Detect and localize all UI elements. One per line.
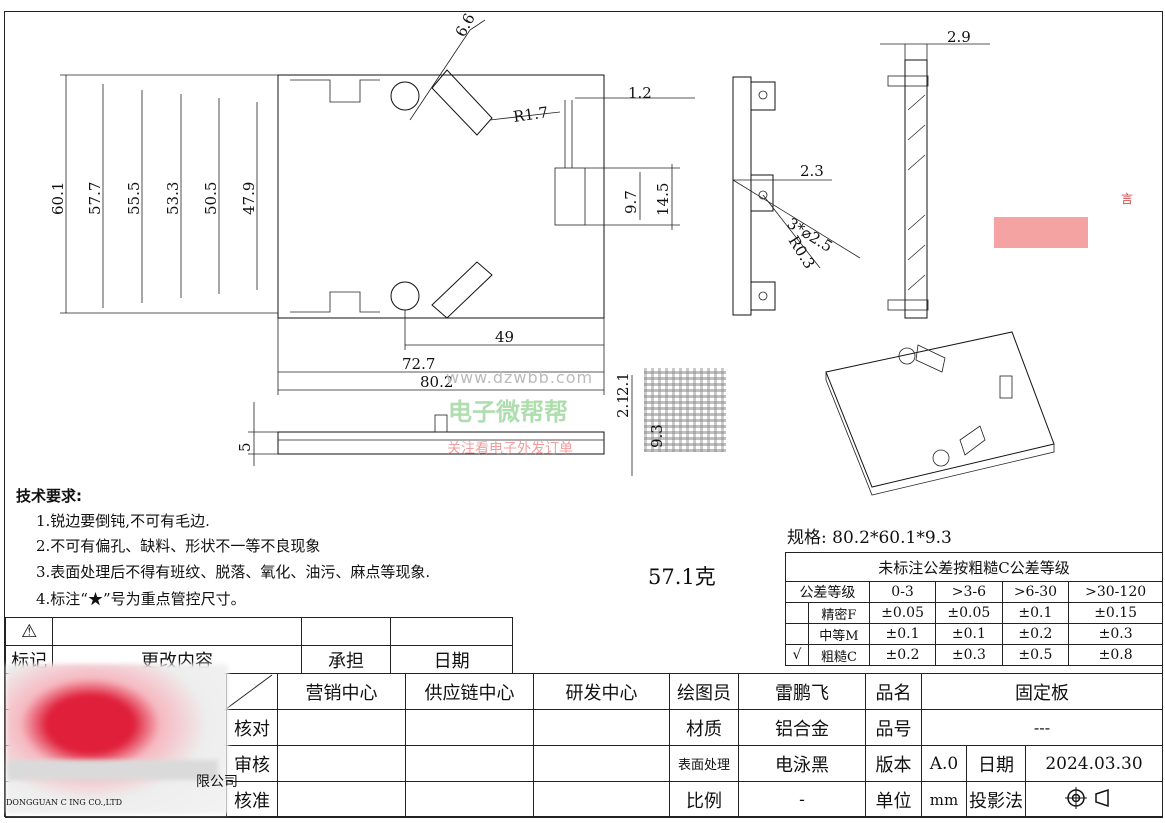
tolerance-value: ±0.05 bbox=[868, 602, 937, 624]
tolerance-value: ±0.2 bbox=[868, 644, 937, 666]
dim-60-1: 60.1 bbox=[49, 182, 67, 215]
part-spec: 规格: 80.2*60.1*9.3 bbox=[787, 528, 952, 548]
tolerance-value: ±0.1 bbox=[935, 623, 1003, 645]
company-name-en: DONGGUAN C ING CO.,LTD bbox=[6, 798, 123, 807]
tolerance-value: ±0.1 bbox=[868, 623, 937, 645]
side-view-2 bbox=[880, 43, 990, 319]
tolerance-value: ±0.05 bbox=[935, 602, 1003, 624]
tolerance-header: 公差等级 bbox=[785, 581, 870, 603]
version-label: 版本 bbox=[865, 745, 922, 782]
drawer-name: 雷鹏飞 bbox=[738, 673, 866, 710]
qr-code-image bbox=[644, 368, 726, 452]
tolerance-value: ±0.15 bbox=[1068, 602, 1163, 624]
dim-47-9: 47.9 bbox=[240, 182, 258, 215]
dim-2-1-a: 2.1 bbox=[614, 372, 632, 396]
company-name-tail: 限公司 bbox=[196, 774, 238, 790]
dim-14-5: 14.5 bbox=[654, 183, 672, 216]
part-name: 固定板 bbox=[921, 673, 1163, 710]
dim-2-9: 2.9 bbox=[947, 28, 971, 46]
watermark-slogan: 关注看电子外发订单 bbox=[447, 441, 573, 457]
dim-53-3: 53.3 bbox=[164, 182, 182, 215]
tolerance-grade: 精密F bbox=[808, 602, 870, 624]
sales-center-label: 营销中心 bbox=[277, 673, 406, 710]
tolerance-check: √ bbox=[785, 644, 809, 666]
surface-label: 表面处理 bbox=[669, 745, 739, 782]
dim-50-5: 50.5 bbox=[202, 182, 220, 215]
watermark-brand: 电子微帮帮 bbox=[448, 398, 568, 426]
drawer-label: 绘图员 bbox=[669, 673, 739, 710]
company-name-redacted bbox=[8, 760, 218, 780]
unit-value: mm bbox=[921, 781, 967, 818]
dim-9-7: 9.7 bbox=[622, 190, 640, 214]
warning-icon: ⚠ bbox=[4, 617, 54, 646]
dim-80-2: 80.2 bbox=[420, 373, 453, 391]
material-value: 铝合金 bbox=[738, 709, 866, 746]
projection-symbol-icon bbox=[1025, 781, 1163, 818]
date-value: 2024.03.30 bbox=[1025, 745, 1163, 782]
revision-owner-label: 承担 bbox=[300, 645, 392, 674]
surface-value: 电泳黑 bbox=[738, 745, 866, 782]
dim-72-7: 72.7 bbox=[402, 355, 435, 373]
tolerance-header: >6-30 bbox=[1001, 581, 1070, 603]
material-label: 材质 bbox=[669, 709, 739, 746]
tolerance-value: ±0.8 bbox=[1068, 644, 1163, 666]
tolerance-grade: 中等M bbox=[808, 623, 870, 645]
tolerance-grade: 粗糙C bbox=[808, 644, 870, 666]
tolerance-header: >30-120 bbox=[1068, 581, 1163, 603]
dim-2-1-b: 2.1 bbox=[614, 394, 632, 418]
revision-date-label: 日期 bbox=[390, 645, 513, 674]
isometric-view bbox=[825, 331, 1055, 496]
unit-label: 单位 bbox=[865, 781, 922, 818]
part-weight: 57.1克 bbox=[648, 565, 716, 589]
dim-55-5: 55.5 bbox=[125, 182, 143, 215]
dim-6-6: 6.6 bbox=[452, 10, 479, 40]
supply-center-label: 供应链中心 bbox=[405, 673, 534, 710]
notes-title: 技术要求: bbox=[16, 487, 82, 505]
part-name-label: 品名 bbox=[865, 673, 922, 710]
dim-1-2: 1.2 bbox=[628, 84, 652, 102]
side-mark: 言 bbox=[1121, 192, 1134, 206]
projection-label: 投影法 bbox=[966, 781, 1026, 818]
redaction-block bbox=[994, 217, 1088, 248]
version-value: A.0 bbox=[921, 745, 967, 782]
watermark-url: www.dzwbb.com bbox=[446, 368, 594, 387]
tolerance-value: ±0.3 bbox=[935, 644, 1003, 666]
tolerance-header: 0-3 bbox=[868, 581, 937, 603]
dim-57-7: 57.7 bbox=[86, 182, 104, 215]
dim-r1-7: R1.7 bbox=[512, 103, 549, 126]
dim-49: 49 bbox=[495, 328, 514, 346]
dim-5: 5 bbox=[236, 442, 254, 452]
bottom-view bbox=[248, 375, 633, 476]
approve-label: 核准 bbox=[226, 781, 278, 818]
tolerance-check bbox=[785, 602, 809, 624]
tolerance-table: 未标注公差按粗糙C公差等级 公差等级 0-3 >3-6 >6-30 >30-12… bbox=[785, 552, 1163, 666]
rd-center-label: 研发中心 bbox=[533, 673, 670, 710]
company-logo-redacted bbox=[6, 664, 228, 814]
tolerance-value: ±0.1 bbox=[1001, 602, 1070, 624]
dim-2-3: 2.3 bbox=[800, 162, 824, 180]
scale-value: - bbox=[738, 781, 866, 818]
side-view-1 bbox=[732, 76, 861, 316]
tolerance-value: ±0.2 bbox=[1001, 623, 1070, 645]
scale-label: 比例 bbox=[669, 781, 739, 818]
tolerance-title: 未标注公差按粗糙C公差等级 bbox=[785, 552, 1163, 582]
part-no-label: 品号 bbox=[865, 709, 922, 746]
top-view bbox=[60, 19, 695, 395]
note-item: 3.表面处理后不得有班纹、脱落、氧化、油污、麻点等现象. bbox=[36, 563, 431, 581]
check-label: 核对 bbox=[226, 709, 278, 746]
dim-9-3: 9.3 bbox=[648, 424, 666, 448]
note-item: 4.标注“★”号为重点管控尺寸。 bbox=[36, 590, 246, 608]
note-item: 1.锐边要倒钝,不可有毛边. bbox=[36, 512, 210, 530]
tolerance-value: ±0.3 bbox=[1068, 623, 1163, 645]
tolerance-header: >3-6 bbox=[935, 581, 1003, 603]
part-no-value: --- bbox=[921, 709, 1163, 746]
tolerance-check bbox=[785, 623, 809, 645]
tolerance-value: ±0.5 bbox=[1001, 644, 1070, 666]
note-item: 2.不可有偏孔、缺料、形状不一等不良现象 bbox=[36, 537, 321, 555]
date-label: 日期 bbox=[966, 745, 1026, 782]
